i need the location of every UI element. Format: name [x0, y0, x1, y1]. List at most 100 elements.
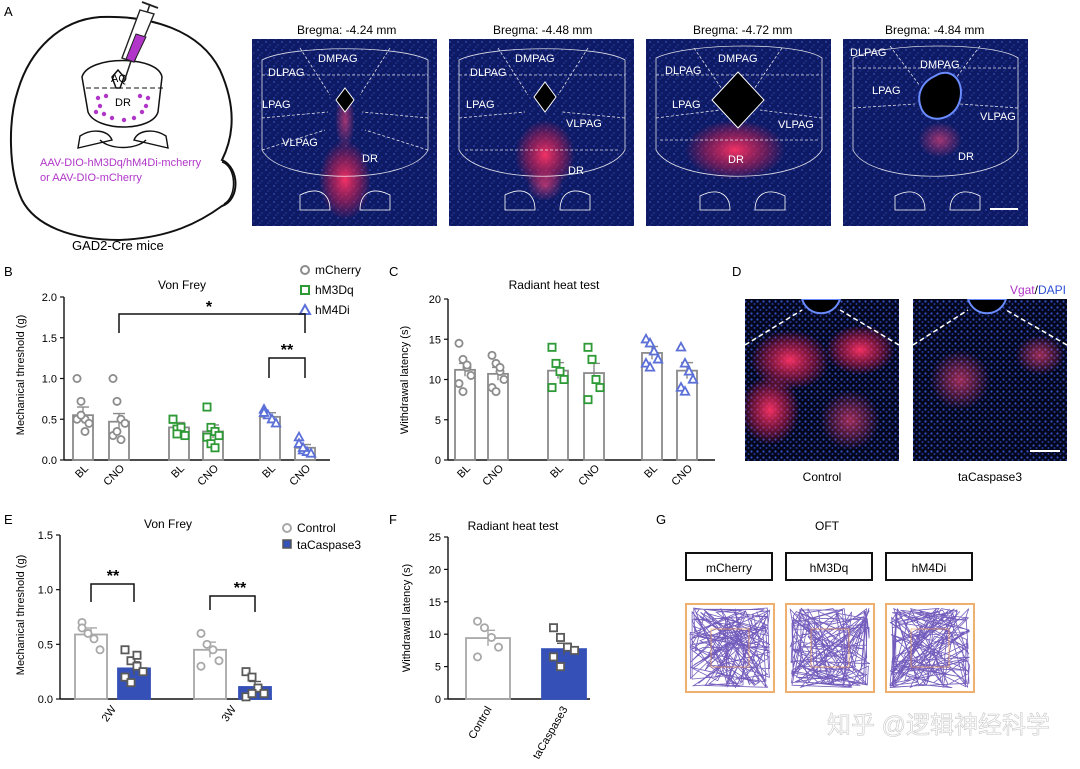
- micrograph-d-tacaspase3: [913, 299, 1067, 461]
- section4-label-dlpag: DLPAG: [850, 47, 886, 59]
- x-tick-label: CNO: [480, 462, 506, 488]
- data-point: [570, 645, 580, 655]
- brain-outline: [9, 15, 237, 242]
- y-tick-label: 2.0: [42, 292, 57, 304]
- data-point: [549, 623, 559, 633]
- data-point: [247, 672, 257, 682]
- data-point: [208, 645, 218, 655]
- data-point: [644, 361, 656, 372]
- data-point: [486, 632, 496, 642]
- data-point: [89, 634, 99, 644]
- data-point: [555, 366, 565, 376]
- data-point: [462, 360, 472, 370]
- data-point: [258, 406, 270, 417]
- data-point: [138, 667, 148, 677]
- section1-label-dlpag: DLPAG: [268, 67, 304, 79]
- x-tick-label: BL: [73, 463, 91, 481]
- data-point: [454, 338, 464, 348]
- chart-b-title: Von Frey: [158, 278, 206, 292]
- data-point: [472, 652, 482, 662]
- data-point: [551, 358, 561, 368]
- y-tick-label: 5: [435, 662, 441, 674]
- y-tick-label: 5: [435, 415, 441, 427]
- data-point: [270, 416, 282, 428]
- stain-legend: Vgat/DAPI: [1010, 283, 1066, 297]
- stain-dapi: DAPI: [1038, 283, 1066, 297]
- data-point: [259, 689, 269, 699]
- bar: [465, 637, 511, 700]
- x-tick-label: BL: [455, 463, 473, 481]
- y-tick-label: 0: [435, 455, 441, 467]
- data-point: [556, 662, 566, 672]
- data-point: [591, 374, 601, 384]
- data-point: [472, 616, 482, 626]
- data-point: [493, 642, 503, 652]
- data-point: [196, 661, 206, 671]
- data-point: [214, 656, 224, 666]
- data-point: [84, 418, 94, 428]
- y-tick-label: 0.0: [42, 455, 57, 467]
- data-point: [120, 418, 130, 428]
- chart-c-ylabel: Withdrawal latency (s): [399, 326, 411, 434]
- sig-bracket-within: [268, 357, 306, 378]
- label-d-tacaspase3: taCaspase3: [958, 470, 1022, 484]
- panel-letter-a: A: [4, 4, 13, 19]
- legend-label-hm3dq: hM3Dq: [315, 283, 354, 297]
- micrograph-d-control: [745, 299, 899, 461]
- label-d-control: Control: [803, 470, 842, 484]
- data-point: [210, 443, 220, 453]
- y-tick-label: 0: [435, 694, 441, 706]
- oft-label-mcherry: mCherry: [706, 561, 752, 575]
- data-point: [126, 656, 136, 666]
- chart-f-ylabel: Withdrawal latency (s): [401, 564, 413, 672]
- data-point: [253, 683, 263, 693]
- data-point: [587, 354, 597, 364]
- y-tick-label: 10: [429, 629, 441, 641]
- data-point: [202, 639, 212, 649]
- histology-section-3: Bregma: -4.72 mm DMPAG DLPAG LPAG VLPAG …: [646, 23, 831, 226]
- section4-label-vlpag: VLPAG: [980, 111, 1016, 123]
- legend-marker-hm3dq: [300, 285, 310, 295]
- histology-section-1: Bregma: -4.24 mm DMPAG DLPAG LPAG VLPAG …: [252, 23, 437, 226]
- y-tick-label: 0.5: [42, 414, 57, 426]
- virus-label-line1: AAV-DIO-hM3Dq/hM4Di-mcherry: [40, 157, 202, 169]
- section3-label-vlpag: VLPAG: [778, 119, 814, 131]
- mouse-brain-schematic: AQ DR AAV-DIO-hM3Dq/hM4Di-mcherry or AAV…: [9, 1, 237, 253]
- legend-marker-mcherry: [300, 265, 310, 275]
- data-point: [487, 350, 497, 360]
- pag-outline: [81, 59, 163, 128]
- data-point: [80, 426, 90, 436]
- oft-track-maps: [685, 603, 975, 693]
- oft-box-hm3dq: [785, 552, 873, 581]
- legend-label-control: Control: [297, 521, 336, 535]
- legend-label-mcherry: mCherry: [315, 263, 361, 277]
- y-tick-label: 10: [429, 375, 441, 387]
- y-tick-label: 1.5: [42, 333, 57, 345]
- chart-b-legend: mCherry hM3Dq hM4Di: [298, 263, 361, 317]
- section2-label-dlpag: DLPAG: [470, 67, 506, 79]
- data-point: [247, 689, 257, 699]
- data-point: [648, 344, 660, 356]
- section3-label-dr: DR: [728, 154, 744, 166]
- y-tick-label: 15: [429, 597, 441, 609]
- data-point: [495, 362, 505, 372]
- section2-label-dmpag: DMPAG: [515, 53, 555, 65]
- bregma-label-4: Bregma: -4.84 mm: [885, 23, 984, 37]
- data-point: [652, 352, 664, 364]
- data-point: [172, 429, 182, 439]
- data-point: [196, 628, 206, 638]
- data-point: [595, 383, 605, 393]
- data-point: [466, 370, 476, 380]
- bregma-label-3: Bregma: -4.72 mm: [693, 23, 792, 37]
- data-point: [644, 336, 656, 348]
- section1-label-dmpag: DMPAG: [318, 53, 358, 65]
- data-point: [168, 414, 178, 424]
- data-point: [72, 373, 82, 383]
- sig-bracket-2w: [90, 583, 135, 602]
- data-point: [499, 374, 509, 384]
- data-point: [241, 667, 251, 677]
